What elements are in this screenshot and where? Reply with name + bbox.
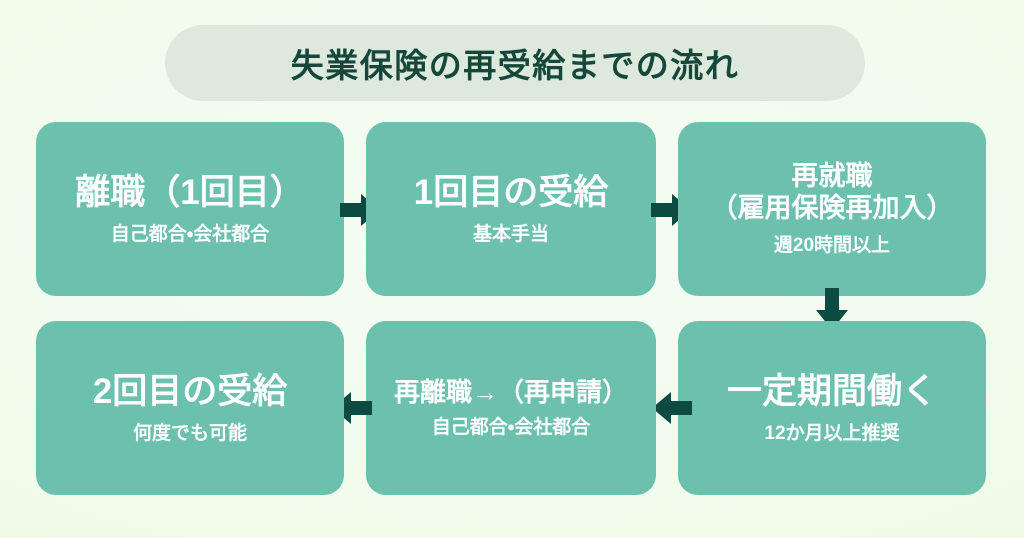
flow-step-4-title: 一定期間働く [726,372,937,412]
flow-step-2-subtitle: 基本手当 [472,223,549,245]
title-banner: 失業保険の再受給までの流れ [165,25,865,101]
flow-step-5-title: 再離職→（再申請） [393,376,628,407]
flow-step-6: 2回目の受給 何度でも可能 [36,321,344,495]
flow-step-5-subtitle: 自己都合・会社都合 [431,417,591,439]
flow-step-3-subtitle: 週20時間以上 [773,234,891,256]
flow-step-4-subtitle: 12か月以上推奨 [764,422,900,444]
page-title: 失業保険の再受給までの流れ [290,47,740,84]
flow-step-3-title-line-2: （雇用保険再加入） [710,193,954,223]
flow-step-3-title-line-1: 再就職 [791,161,873,192]
arrow-down-icon-connector-3 [812,288,852,330]
flow-step-6-subtitle: 何度でも可能 [132,422,247,444]
arrow-left-icon-connector-4 [652,388,692,428]
flow-step-4: 一定期間働く 12か月以上推奨 [678,321,986,495]
flow-step-2: 1回目の受給 基本手当 [366,122,656,296]
flow-step-2-title: 1回目の受給 [413,173,609,213]
flow-step-5: 再離職→（再申請） 自己都合・会社都合 [366,321,656,495]
flow-step-6-title: 2回目の受給 [92,372,288,412]
flow-step-1-subtitle: 自己都合・会社都合 [110,223,270,245]
flow-step-1-title: 離職（1回目） [75,173,305,213]
flow-step-3: 再就職 （雇用保険再加入） 週20時間以上 [678,122,986,296]
flow-step-1: 離職（1回目） 自己都合・会社都合 [36,122,344,296]
